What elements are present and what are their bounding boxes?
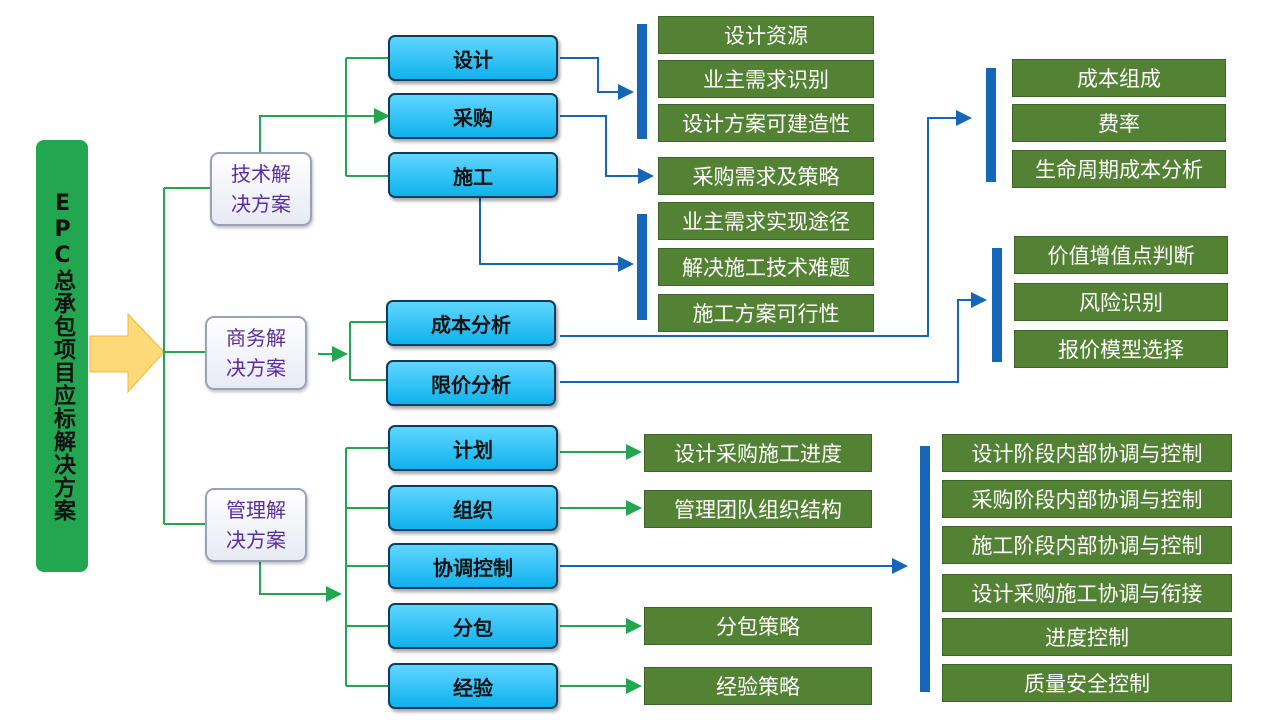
output-box: 解决施工技术难题 xyxy=(658,248,874,286)
output-box: 设计方案可建造性 xyxy=(658,104,874,142)
output-box: 报价模型选择 xyxy=(1014,330,1228,368)
output-box: 设计阶段内部协调与控制 xyxy=(942,434,1232,472)
category-tech: 技术解决方案 xyxy=(210,152,312,226)
category-mgmt: 管理解决方案 xyxy=(205,488,307,562)
category-biz: 商务解决方案 xyxy=(205,316,307,390)
item-limit: 限价分析 xyxy=(386,360,556,406)
item-design: 设计 xyxy=(388,35,558,81)
output-box: 业主需求实现途径 xyxy=(658,202,874,240)
coord-bracket xyxy=(920,446,930,692)
output-box: 生命周期成本分析 xyxy=(1012,150,1226,188)
output-box: 经验策略 xyxy=(644,667,872,705)
design-bracket xyxy=(637,24,647,139)
item-cost: 成本分析 xyxy=(386,300,556,346)
output-box: 管理团队组织结构 xyxy=(644,490,872,528)
output-box: 业主需求识别 xyxy=(658,60,874,98)
limit-bracket xyxy=(992,248,1002,362)
construct-bracket xyxy=(637,214,647,320)
item-procure: 采购 xyxy=(388,93,558,139)
item-coord: 协调控制 xyxy=(388,543,558,589)
output-box: 采购阶段内部协调与控制 xyxy=(942,480,1232,518)
item-sub: 分包 xyxy=(388,603,558,649)
output-box: 采购需求及策略 xyxy=(658,157,874,195)
output-box: 费率 xyxy=(1012,104,1226,142)
item-construct: 施工 xyxy=(388,152,558,198)
main-arrow xyxy=(89,312,165,394)
output-box: 风险识别 xyxy=(1014,283,1228,321)
output-box: 分包策略 xyxy=(644,607,872,645)
output-box: 设计采购施工协调与衔接 xyxy=(942,574,1232,612)
item-org: 组织 xyxy=(388,485,558,531)
root-node: EPC总承包项目应标解决方案 xyxy=(36,140,88,572)
output-box: 设计采购施工进度 xyxy=(644,434,872,472)
output-box: 价值增值点判断 xyxy=(1014,236,1228,274)
item-exp: 经验 xyxy=(388,663,558,709)
output-box: 质量安全控制 xyxy=(942,664,1232,702)
output-box: 施工方案可行性 xyxy=(658,294,874,332)
item-plan: 计划 xyxy=(388,425,558,471)
cost-bracket xyxy=(986,68,996,182)
output-box: 设计资源 xyxy=(658,16,874,54)
output-box: 施工阶段内部协调与控制 xyxy=(942,526,1232,564)
output-box: 进度控制 xyxy=(942,618,1232,656)
output-box: 成本组成 xyxy=(1012,59,1226,97)
